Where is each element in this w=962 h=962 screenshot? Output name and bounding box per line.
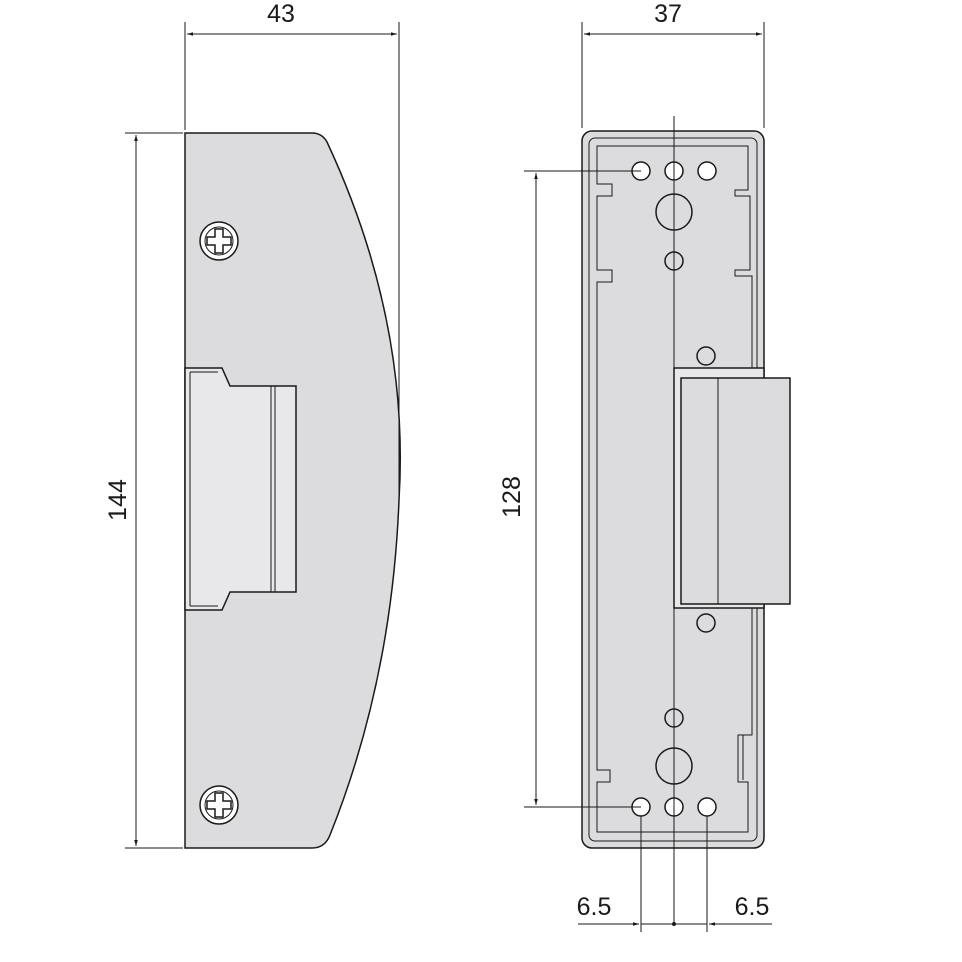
latch xyxy=(673,367,791,609)
strike-body-view: 37 128 6.5 6.5 xyxy=(498,0,791,932)
inner-cavity xyxy=(596,145,753,833)
dimension-hole-spacing: 128 xyxy=(498,170,641,808)
dimension-hole-offsets: 6.5 6.5 xyxy=(577,816,772,932)
hole-spacing-label: 128 xyxy=(498,476,526,518)
dimension-faceplate-width: 43 xyxy=(184,0,400,500)
faceplate-height-label: 144 xyxy=(104,479,132,521)
screw-bottom xyxy=(199,785,239,825)
strike-opening xyxy=(184,367,297,611)
hole-offset-right-label: 6.5 xyxy=(735,893,770,921)
faceplate-view: 43 144 xyxy=(104,0,402,849)
body-width-label: 37 xyxy=(654,0,682,28)
dimension-body-width: 37 xyxy=(581,0,765,128)
dimension-faceplate-height: 144 xyxy=(104,132,183,849)
faceplate-width-label: 43 xyxy=(267,0,295,28)
screw-top xyxy=(199,221,239,261)
hole-offset-left-label: 6.5 xyxy=(577,893,612,921)
